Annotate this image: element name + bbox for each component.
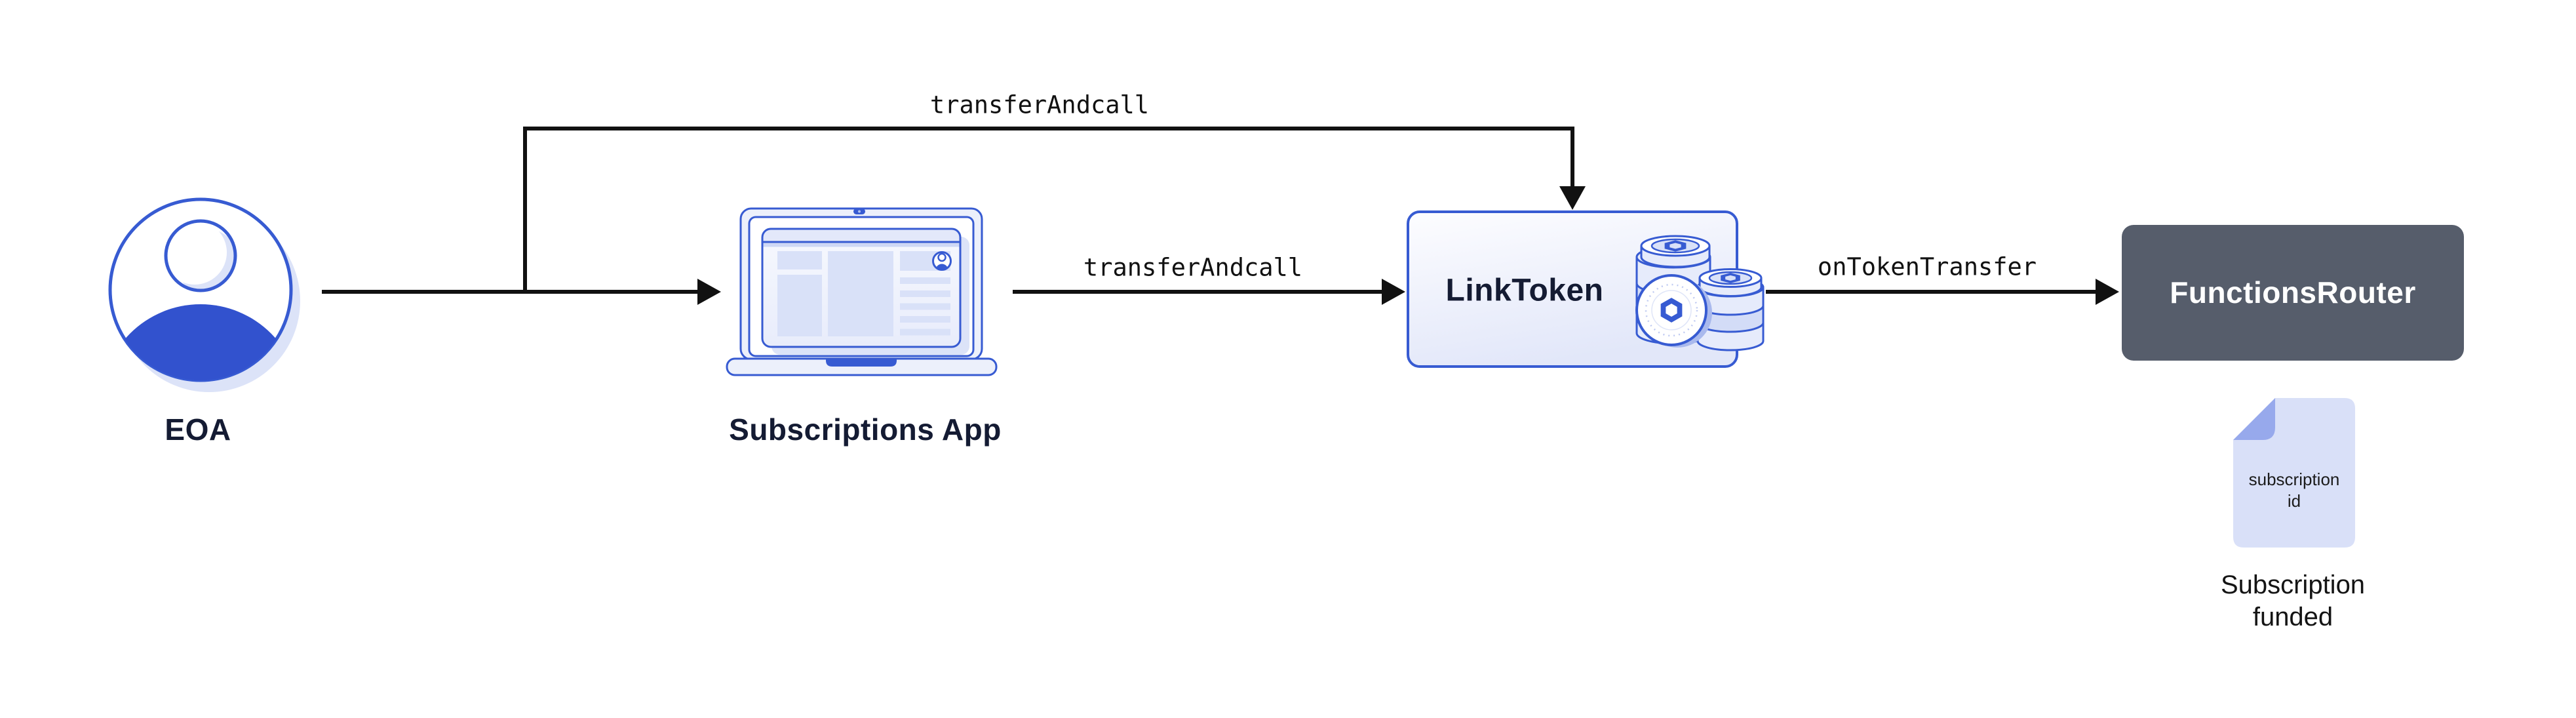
edge-eoa-to-linktoken <box>523 127 1574 292</box>
content-line <box>900 316 950 323</box>
arrowhead-into-linktoken-left <box>1382 279 1405 305</box>
flow-lines <box>322 127 2119 305</box>
content-block <box>777 251 822 269</box>
arrowhead-into-app <box>697 279 721 305</box>
caption-line1: Subscription <box>2220 570 2366 599</box>
content-line <box>900 329 950 336</box>
coin-stack-icon <box>1635 235 1765 351</box>
avatar-head <box>166 221 235 290</box>
coin-front <box>1635 274 1712 348</box>
subscription-funded-caption: Subscription funded <box>2221 569 2365 633</box>
avatar-shoulders <box>110 304 291 380</box>
chainlink-logo-icon <box>1660 298 1683 323</box>
edge-label-transferandcall-top: transferAndcall <box>929 90 1150 119</box>
chainlink-hex-icon <box>1664 240 1687 252</box>
laptop-browser-icon <box>726 207 998 376</box>
document-icon <box>2233 398 2355 548</box>
edge-label-transferandcall-mid: transferAndcall <box>1083 253 1303 282</box>
laptop-base <box>726 357 998 376</box>
document-text-line2: id <box>2287 491 2301 511</box>
content-block <box>828 251 893 336</box>
content-line <box>900 290 950 297</box>
browser-toolbar <box>762 229 960 242</box>
functionsrouter-box <box>2122 225 2464 361</box>
caption-line2: funded <box>2252 603 2333 631</box>
linktoken-label: LinkToken <box>1445 273 1604 308</box>
document-text: subscription id <box>2249 469 2340 512</box>
arrowhead-into-router <box>2096 279 2119 305</box>
user-avatar-icon <box>108 197 300 392</box>
chainlink-hex-icon <box>1721 273 1740 283</box>
arrowhead-into-linktoken-top <box>1559 186 1586 210</box>
laptop-notch <box>826 359 897 367</box>
document-fold-icon <box>2233 398 2275 440</box>
edge-label-ontokentransfer: onTokenTransfer <box>1817 252 2037 281</box>
content-line <box>900 303 950 310</box>
browser-window <box>761 228 962 348</box>
functionsrouter-label: FunctionsRouter <box>2170 275 2416 309</box>
document-text-line1: subscription <box>2248 469 2340 489</box>
eoa-label: EOA <box>165 412 231 447</box>
mini-avatar-icon <box>932 251 952 271</box>
subscriptions-app-label: Subscriptions App <box>729 412 1002 447</box>
content-block <box>777 275 822 336</box>
content-line <box>900 277 950 284</box>
